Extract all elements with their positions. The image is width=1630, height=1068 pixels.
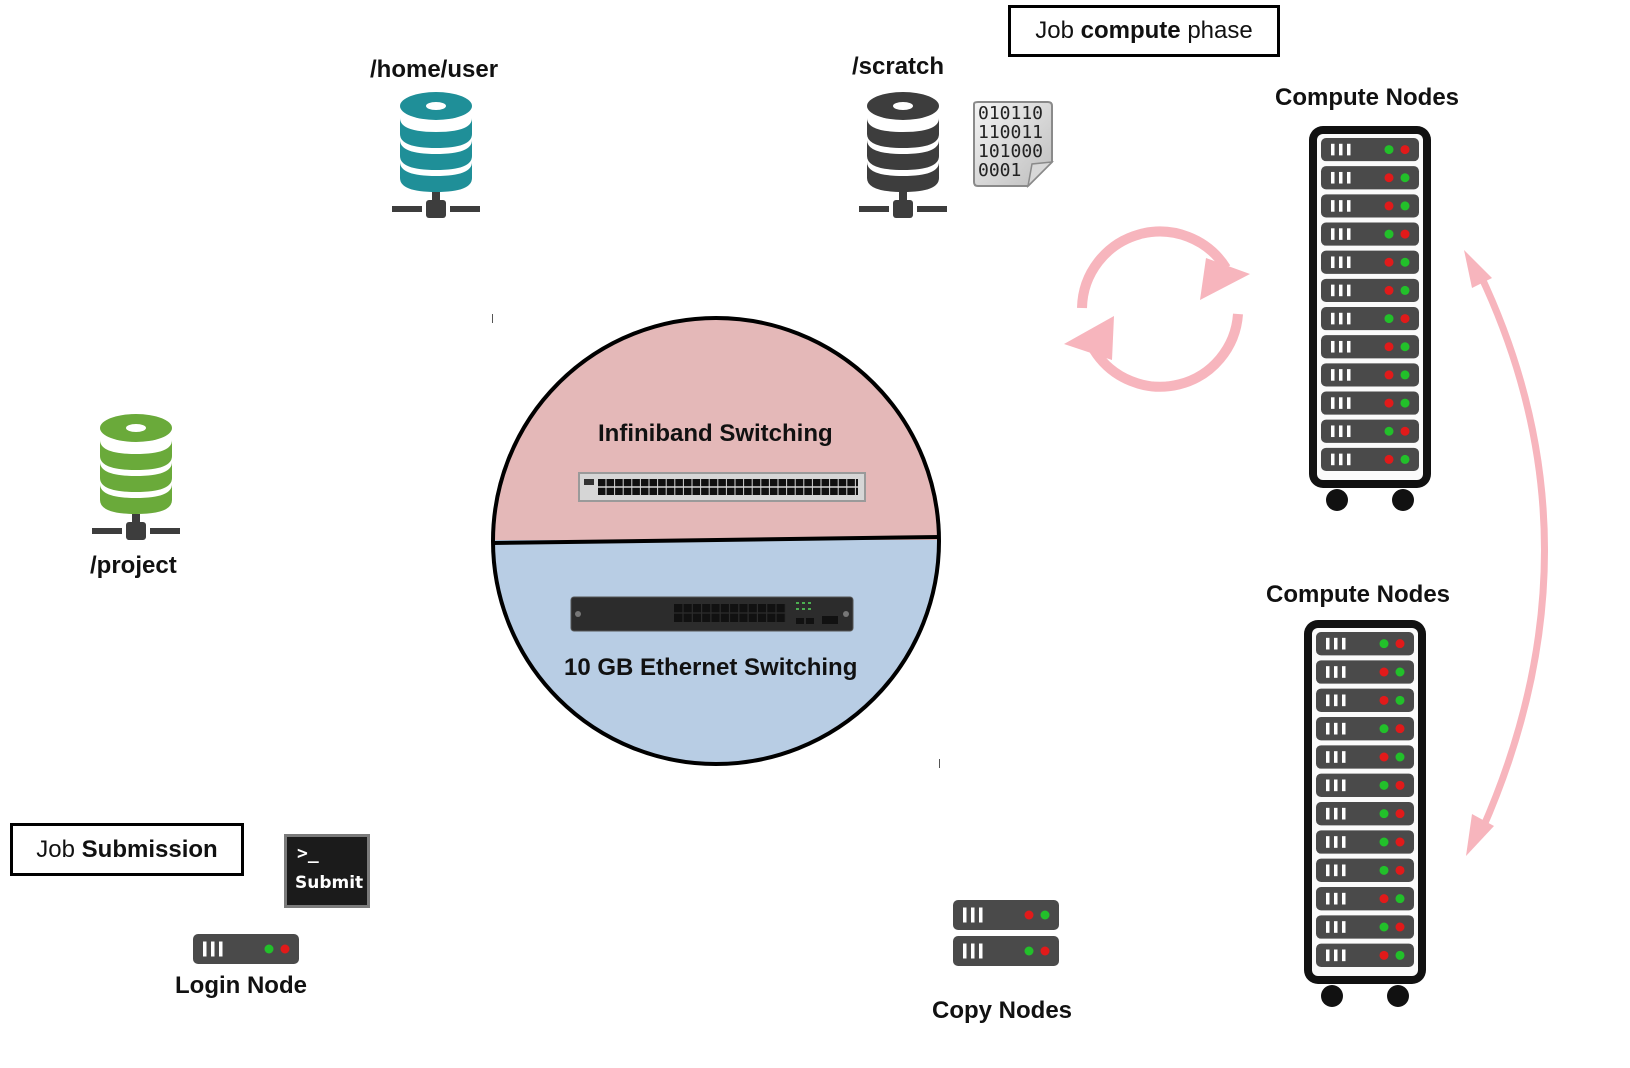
- rack-server-unit: [1316, 887, 1414, 911]
- home-database-icon: [392, 92, 480, 218]
- rack-server-unit: [1316, 915, 1414, 939]
- ethernet-label: 10 GB Ethernet Switching: [564, 654, 858, 681]
- transfer-double-arrow: [1464, 250, 1548, 856]
- infiniband-switch-icon: [578, 472, 866, 502]
- cycle-arrows-icon: [1064, 226, 1250, 392]
- rack-server-unit: [1321, 278, 1419, 302]
- job-compute-phase-box: Job compute phase: [1008, 5, 1280, 57]
- rack-server-unit: [1321, 307, 1419, 331]
- submit-terminal-icon[interactable]: >_ Submit: [284, 834, 370, 908]
- switching-circle: [491, 316, 941, 766]
- rack-server-unit: [1316, 943, 1414, 967]
- copy-node-server-icon: [953, 936, 1059, 966]
- compute-rack-bottom: [1304, 620, 1426, 1007]
- ethernet-switch-icon: [570, 596, 854, 632]
- submit-label: Submit: [295, 873, 364, 893]
- rack-server-unit: [1316, 717, 1414, 741]
- compute-rack-top: [1309, 126, 1431, 511]
- server-unit: [953, 936, 1059, 966]
- server-unit: [193, 934, 299, 964]
- rack-server-unit: [1321, 194, 1419, 218]
- rack-server-unit: [1321, 138, 1419, 162]
- rack-server-unit: [1316, 660, 1414, 684]
- server-unit: [953, 900, 1059, 930]
- terminal-prompt: >_: [297, 843, 319, 864]
- rack-server-unit: [1321, 335, 1419, 359]
- rack-server-unit: [1316, 632, 1414, 656]
- home-label: /home/user: [370, 56, 499, 83]
- scratch-label: /scratch: [852, 53, 945, 80]
- scratch-database-icon: [859, 92, 947, 218]
- login-node-server-icon: [193, 934, 299, 964]
- rack-server-unit: [1321, 391, 1419, 415]
- rack-server-unit: [1321, 166, 1419, 190]
- job-submission-box: Job Submission: [10, 823, 244, 876]
- project-label: /project: [90, 552, 177, 579]
- rack-server-unit: [1316, 745, 1414, 769]
- rack-server-unit: [1321, 222, 1419, 246]
- compute-nodes-bottom-label: Compute Nodes: [1266, 581, 1451, 608]
- copy-nodes-label: Copy Nodes: [932, 997, 1073, 1024]
- tick-mark: [492, 314, 493, 323]
- rack-server-unit: [1321, 419, 1419, 443]
- binary-data-icon: 010110 110011 101000 0001: [972, 100, 1054, 188]
- rack-server-unit: [1321, 250, 1419, 274]
- ethernet-section: [493, 540, 939, 764]
- binary-lines: 010110 110011 101000 0001: [978, 103, 1044, 181]
- login-node-label: Login Node: [175, 972, 307, 999]
- rack-server-unit: [1316, 858, 1414, 882]
- infiniband-label: Infiniband Switching: [598, 420, 833, 447]
- rack-server-unit: [1316, 688, 1414, 712]
- rack-server-unit: [1316, 830, 1414, 854]
- project-database-icon: [92, 414, 180, 540]
- rack-server-unit: [1321, 363, 1419, 387]
- rack-server-unit: [1316, 802, 1414, 826]
- rack-server-unit: [1321, 447, 1419, 471]
- tick-mark: [939, 759, 940, 768]
- copy-node-server-icon: [953, 900, 1059, 930]
- compute-nodes-top-label: Compute Nodes: [1275, 84, 1460, 111]
- rack-server-unit: [1316, 773, 1414, 797]
